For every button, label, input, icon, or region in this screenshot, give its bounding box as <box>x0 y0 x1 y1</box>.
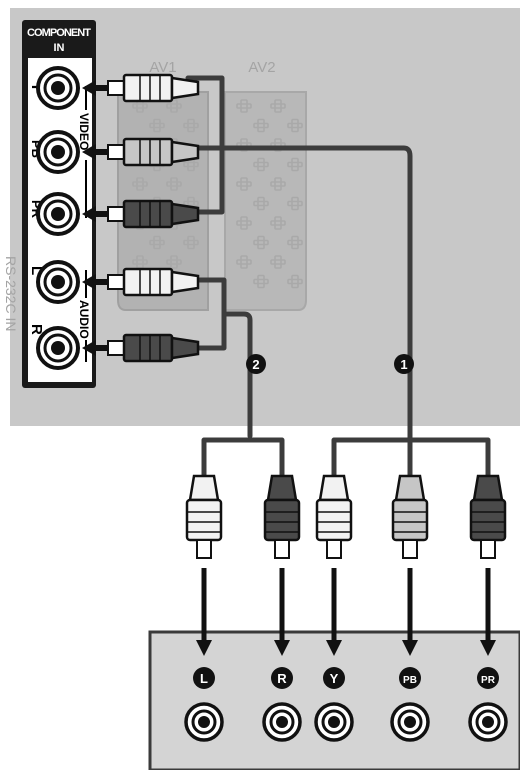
cables <box>185 75 491 479</box>
jack-label-r: R <box>28 324 45 335</box>
device-label-y: Y <box>323 667 345 689</box>
av2-label: AV2 <box>248 59 275 76</box>
tv-plug-y <box>82 73 200 103</box>
device-plug-pr <box>469 474 507 559</box>
video-side-label: VIDEO <box>77 113 91 150</box>
component-title: COMPONENT <box>27 27 91 39</box>
svg-text:Y: Y <box>330 671 339 686</box>
device-jack-pr[interactable] <box>468 702 508 742</box>
device-jack-pb[interactable] <box>390 702 430 742</box>
arrow-l <box>196 568 212 656</box>
scart-av2-port <box>224 91 307 311</box>
step-2-circle: 2 <box>246 354 266 374</box>
audio-side-label: AUDIO <box>77 300 91 339</box>
svg-text:1: 1 <box>400 357 407 372</box>
arrow-pr <box>480 568 496 656</box>
device-plug-r <box>263 474 301 559</box>
cable-pb-tv <box>195 145 413 439</box>
tv-jack-l[interactable] <box>36 260 80 304</box>
device-jack-r[interactable] <box>262 702 302 742</box>
step-1-circle: 1 <box>394 354 414 374</box>
arrow-pb <box>402 568 418 656</box>
device-label-l: L <box>193 667 215 689</box>
tv-jack-y[interactable] <box>36 66 80 110</box>
svg-text:2: 2 <box>252 357 259 372</box>
svg-text:L: L <box>200 671 208 686</box>
tv-plug-pb <box>82 137 200 167</box>
device-jack-y[interactable] <box>314 702 354 742</box>
cable-y-tv <box>185 75 225 215</box>
source-device-panel <box>148 630 520 770</box>
arrow-y <box>326 568 342 656</box>
rs232-label: RS-232C IN <box>3 256 19 331</box>
device-plug-y <box>315 474 353 559</box>
av1-label: AV1 <box>149 59 176 76</box>
device-plug-l <box>185 474 223 559</box>
arrow-r <box>274 568 290 656</box>
tv-jack-pr[interactable] <box>36 192 80 236</box>
component-subtitle: IN <box>54 42 65 54</box>
component-input-panel: COMPONENT IN Y PB PR L R VIDEO AUDIO <box>22 20 96 388</box>
tv-jack-r[interactable] <box>36 326 80 370</box>
tv-jack-pb[interactable] <box>36 130 80 174</box>
tv-plug-r <box>82 333 200 363</box>
audio-split <box>201 437 285 479</box>
svg-text:R: R <box>277 671 287 686</box>
device-jack-l[interactable] <box>184 702 224 742</box>
svg-text:PB: PB <box>403 675 417 686</box>
device-plug-pb <box>391 474 429 559</box>
cable-audio-trunk <box>221 311 253 439</box>
tv-plug-l <box>82 267 200 297</box>
device-label-pr: PR <box>477 667 499 689</box>
device-label-pb: PB <box>399 667 421 689</box>
svg-text:PR: PR <box>481 675 496 686</box>
jack-label-l: L <box>28 266 45 275</box>
device-label-r: R <box>271 667 293 689</box>
tv-plug-pr <box>82 199 200 229</box>
